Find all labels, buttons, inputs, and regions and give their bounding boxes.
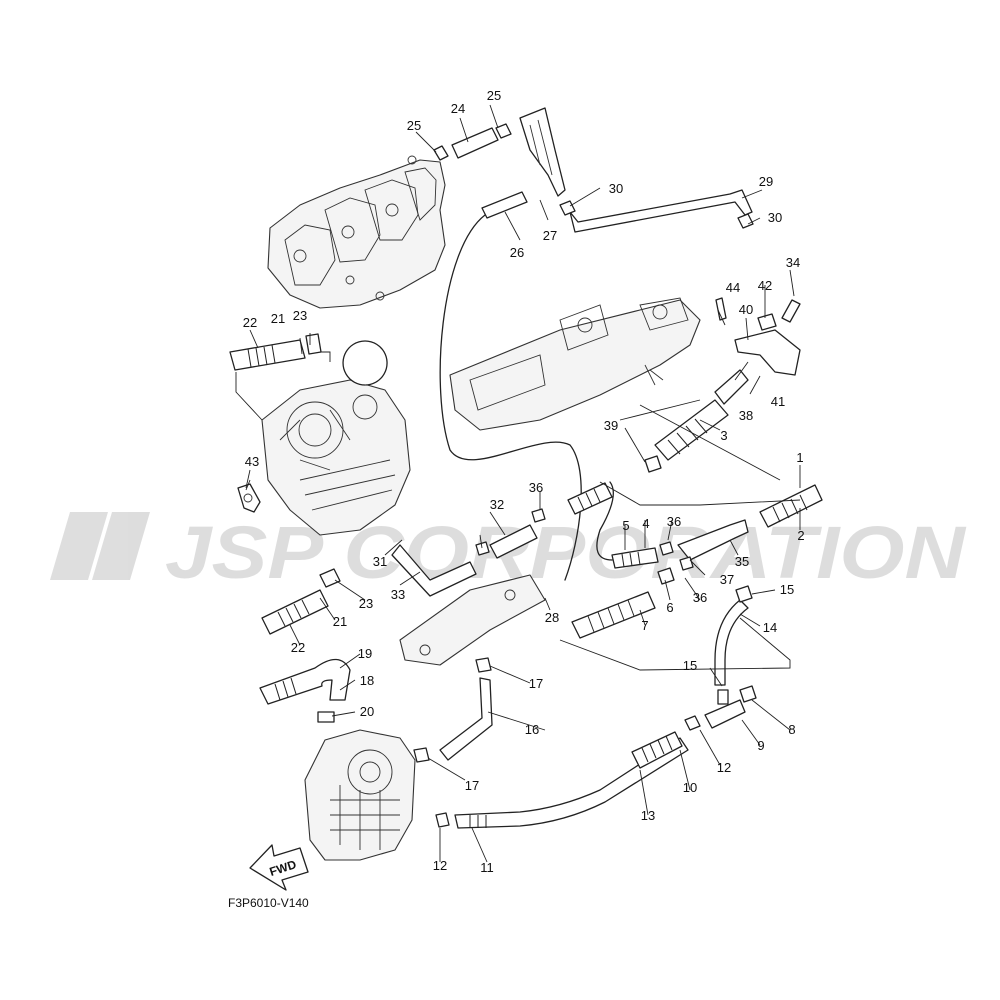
callout-number-41: 41: [771, 394, 785, 409]
callout-number-42: 42: [758, 278, 772, 293]
callout-number-22: 22: [291, 640, 305, 655]
callout-number-9: 9: [757, 738, 764, 753]
callout-number-27: 27: [543, 228, 557, 243]
tee-fitting-9: [684, 685, 757, 731]
callout-number-6: 6: [666, 600, 673, 615]
callout-number-24: 24: [451, 101, 465, 116]
hose-33: [391, 544, 477, 597]
callout-number-19: 19: [358, 646, 372, 661]
callout-number-5: 5: [622, 518, 629, 533]
callout-number-25: 25: [487, 88, 501, 103]
bellows-1: [759, 484, 823, 528]
callout-number-35: 35: [735, 554, 749, 569]
exhaust-manifold: [449, 297, 701, 431]
sensor-34: [781, 299, 801, 323]
hose-18-elbow: [259, 658, 351, 723]
callout-number-12: 12: [433, 858, 447, 873]
callout-number-8: 8: [788, 722, 795, 737]
bellows-3: [654, 369, 749, 461]
intake-manifold: [267, 155, 446, 309]
bellows-32: [475, 482, 613, 559]
callout-number-30: 30: [768, 210, 782, 225]
callout-number-32: 32: [490, 497, 504, 512]
callout-number-38: 38: [739, 408, 753, 423]
exhaust-flange-28: [399, 574, 546, 666]
callout-number-29: 29: [759, 174, 773, 189]
hose-26: [481, 191, 528, 219]
callout-number-3: 3: [720, 428, 727, 443]
hose-22-upper: [229, 333, 322, 371]
fwd-arrow-icon: [249, 844, 309, 891]
hose-29: [559, 189, 754, 233]
callout-number-12: 12: [717, 760, 731, 775]
diagram-code: F3P6010-V140: [228, 896, 309, 910]
callout-leaders: [245, 104, 801, 863]
hose-22-upper-leader: [235, 351, 331, 421]
callout-number-4: 4: [642, 516, 649, 531]
callout-number-23: 23: [359, 596, 373, 611]
bracket-40-41: [715, 297, 801, 376]
callout-number-17: 17: [465, 778, 479, 793]
callout-number-15: 15: [780, 582, 794, 597]
bellows-13: [631, 731, 683, 769]
callout-number-26: 26: [510, 245, 524, 260]
callout-number-11: 11: [480, 860, 494, 875]
hose-11: [435, 737, 689, 829]
hose-5-bend: [596, 481, 614, 561]
hose-16: [413, 657, 493, 763]
callout-number-31: 31: [373, 554, 387, 569]
callout-number-25: 25: [407, 118, 421, 133]
callout-number-36: 36: [667, 514, 681, 529]
callout-number-40: 40: [739, 302, 753, 317]
hose-22-lower: [261, 568, 341, 635]
jet-pump-housing: [304, 729, 416, 861]
watermark-text: JSP CORPORATION: [165, 511, 967, 594]
bellows-7: [571, 567, 675, 639]
callout-number-15: 15: [683, 658, 697, 673]
callout-number-1: 1: [796, 450, 803, 465]
callout-number-14: 14: [763, 620, 777, 635]
callout-number-43: 43: [245, 454, 259, 469]
hose-24-assembly: [433, 107, 566, 197]
callout-number-39: 39: [604, 418, 618, 433]
callout-number-37: 37: [720, 572, 734, 587]
callout-number-22: 22: [243, 315, 257, 330]
callout-number-21: 21: [271, 311, 285, 326]
hose-5: [611, 519, 749, 571]
callout-number-10: 10: [683, 780, 697, 795]
callout-number-34: 34: [786, 255, 800, 270]
callout-number-13: 13: [641, 808, 655, 823]
callout-number-17: 17: [529, 676, 543, 691]
clamp-39: [644, 455, 662, 473]
bracket-43: [237, 483, 261, 513]
callout-number-28: 28: [545, 610, 559, 625]
hose-14: [714, 585, 753, 686]
callout-number-21: 21: [333, 614, 347, 629]
callout-number-30: 30: [609, 181, 623, 196]
callout-number-7: 7: [641, 618, 648, 633]
callout-number-44: 44: [726, 280, 740, 295]
callout-number-16: 16: [525, 722, 539, 737]
callout-number-18: 18: [360, 673, 374, 688]
callout-number-2: 2: [797, 528, 804, 543]
supercharger-housing: [261, 340, 411, 536]
callout-number-23: 23: [293, 308, 307, 323]
callout-number-20: 20: [360, 704, 374, 719]
watermark-logo-icon: [50, 512, 150, 580]
callout-labels: 1234567891011121213141515161717181920212…: [243, 88, 805, 875]
callout-number-36: 36: [693, 590, 707, 605]
callout-number-33: 33: [391, 587, 405, 602]
hose-7-leader: [559, 617, 791, 671]
dashed-leaders: [599, 399, 801, 506]
fwd-arrow: FWD: [249, 844, 309, 891]
watermark: JSP CORPORATION: [50, 511, 967, 594]
callout-number-36: 36: [529, 480, 543, 495]
